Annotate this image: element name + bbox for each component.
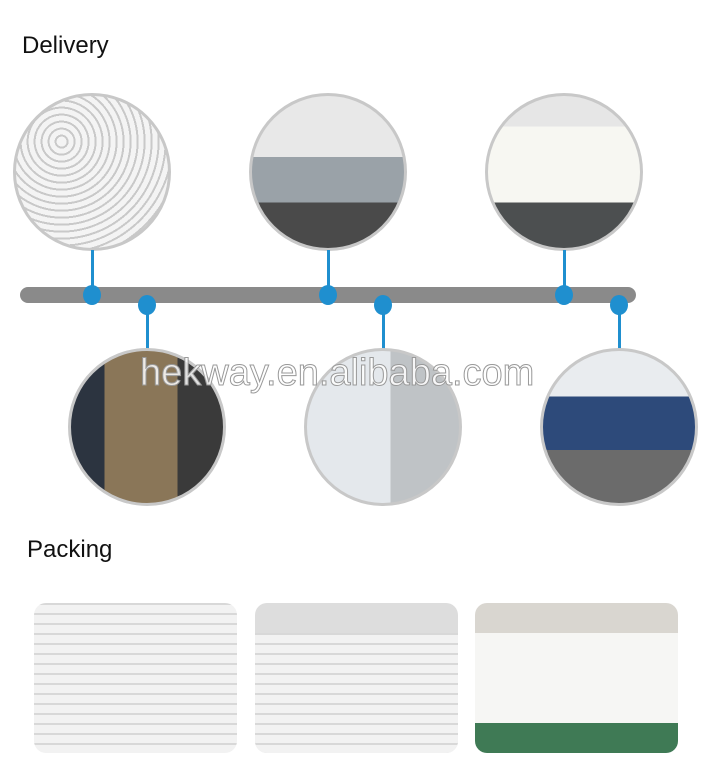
delivery-heading: Delivery [22, 32, 109, 59]
timeline-dot [319, 285, 337, 305]
delivery-photo-jumbo-rolls [485, 93, 643, 251]
packing-photo-jumbo-rolls [475, 603, 678, 753]
delivery-photo-loaded-container [304, 348, 462, 506]
rolls-texture [34, 603, 237, 753]
timeline-dot [374, 295, 392, 315]
timeline-dot [138, 295, 156, 315]
timeline-dot [610, 295, 628, 315]
timeline-stem [91, 250, 94, 295]
delivery-photo-stacked-rolls [13, 93, 171, 251]
timeline-dot [83, 285, 101, 305]
delivery-photo-rolls-in-container [68, 348, 226, 506]
delivery-photo-forklift [249, 93, 407, 251]
timeline-stem [618, 305, 621, 350]
rolls-texture [255, 633, 458, 753]
packing-heading: Packing [27, 536, 113, 563]
timeline-dot [555, 285, 573, 305]
delivery-photo-container-truck [540, 348, 698, 506]
timeline-stem [563, 250, 566, 295]
packing-photo-warehouse-rolls [255, 603, 458, 753]
packing-photo-wrapped-rolls [34, 603, 237, 753]
timeline-stem [382, 305, 385, 350]
watermark: hekway.en.alibaba.com [139, 352, 535, 395]
timeline-stem [327, 250, 330, 295]
timeline-stem [146, 305, 149, 350]
